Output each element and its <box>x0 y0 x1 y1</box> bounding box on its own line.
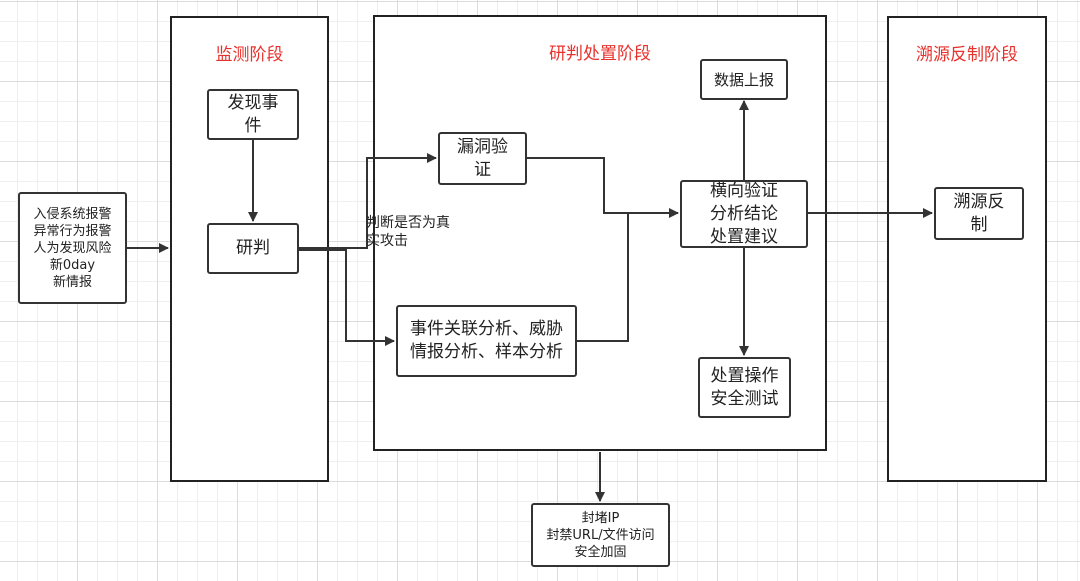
vuln-verify-box: 漏洞验 证 <box>438 132 527 185</box>
arrow-judge-to-vuln <box>299 153 437 249</box>
arrow-vuln-to-lateral <box>527 157 679 218</box>
operate-test-box: 处置操作 安全测试 <box>698 357 791 418</box>
attack-judgment-label: 判断是否为真 实攻击 <box>366 215 450 249</box>
trace-stage-title: 溯源反制阶段 <box>916 45 1018 65</box>
arrow-correlate-to-lateral <box>577 213 629 342</box>
input-sources-box: 入侵系统报警 异常行为报警 人为发现风险 新0day 新情报 <box>18 192 127 304</box>
judge-box: 研判 <box>207 223 299 274</box>
data-report-box: 数据上报 <box>700 59 788 100</box>
arrow-judge-to-correlate <box>299 249 395 346</box>
analyze-stage-title: 研判处置阶段 <box>549 44 651 64</box>
block-actions-box: 封堵IP 封禁URL/文件访问 安全加固 <box>531 503 670 567</box>
discover-event-box: 发现事 件 <box>207 89 299 140</box>
trace-stage: 溯源反制阶段 <box>887 16 1047 482</box>
correlate-analysis-box: 事件关联分析、威胁 情报分析、样本分析 <box>396 305 577 377</box>
trace-counter-box: 溯源反 制 <box>934 187 1024 240</box>
monitor-stage-title: 监测阶段 <box>215 45 284 65</box>
lateral-verify-box: 横向验证 分析结论 处置建议 <box>680 180 808 248</box>
